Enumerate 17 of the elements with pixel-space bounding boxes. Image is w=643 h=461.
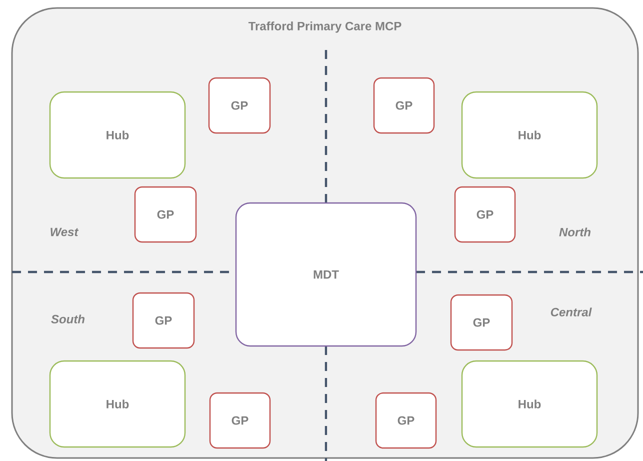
- hub-box: Hub: [461, 91, 598, 179]
- gp-box: GP: [450, 294, 513, 351]
- region-label: North: [559, 228, 590, 236]
- region-label: West: [50, 228, 79, 236]
- gp-box: GP: [134, 186, 197, 243]
- gp-box: GP: [209, 392, 271, 449]
- gp-box: GP: [373, 77, 435, 134]
- gp-box: GP: [132, 292, 195, 349]
- region-label: South: [51, 314, 84, 324]
- hub-box: Hub: [49, 360, 186, 448]
- gp-box: GP: [454, 186, 516, 243]
- hub-box: Hub: [49, 91, 186, 179]
- gp-box: GP: [208, 77, 271, 134]
- region-label: Central: [550, 308, 592, 316]
- mdt-box: MDT: [235, 202, 417, 347]
- gp-box: GP: [375, 392, 437, 449]
- hub-box: Hub: [461, 360, 598, 448]
